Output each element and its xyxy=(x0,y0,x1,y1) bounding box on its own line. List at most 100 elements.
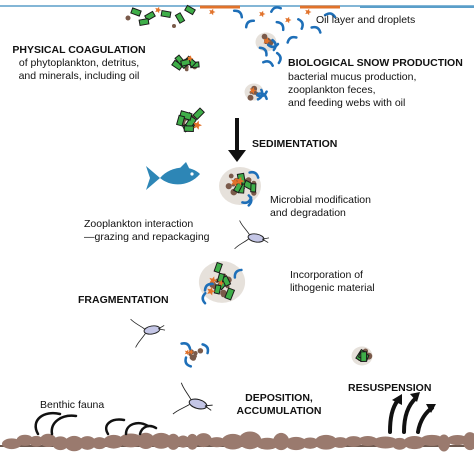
copepod-antenna xyxy=(130,318,146,348)
sediment-grain xyxy=(118,433,143,448)
mucus-strand xyxy=(232,9,244,19)
sediment-grain xyxy=(391,437,408,450)
sediment-grain xyxy=(273,432,290,451)
mucus-strand xyxy=(244,19,256,29)
copepod-body xyxy=(188,398,208,410)
fish xyxy=(146,162,200,190)
sediment-grain xyxy=(64,435,84,452)
detritus-particle xyxy=(225,183,232,190)
mucus-trail xyxy=(262,20,298,67)
oil-droplet xyxy=(218,279,225,287)
label-physical-coagulation-line1: of phytoplankton, detritus, xyxy=(18,57,140,69)
oil-droplet xyxy=(155,6,162,14)
surface-particles xyxy=(125,4,337,34)
zooplankton xyxy=(130,220,270,415)
oil-droplet xyxy=(193,120,202,130)
mucus-strand xyxy=(203,282,214,292)
phytoplankton-cell xyxy=(183,125,194,132)
label-oil-layer: Oil layer and droplets xyxy=(316,14,416,26)
oil-droplet xyxy=(209,276,218,285)
phytoplankton-cell xyxy=(184,4,196,16)
copepod-antenna xyxy=(234,220,250,250)
mucus-strand xyxy=(247,194,253,207)
mucus-strand xyxy=(310,25,322,34)
label-bio-snow-line2: zooplankton feces, xyxy=(288,84,376,96)
oil-droplet xyxy=(207,287,216,296)
mucus-strand xyxy=(297,18,304,30)
label-benthic-fauna: Benthic fauna xyxy=(40,399,105,411)
label-microbial-line1: Microbial modification xyxy=(270,194,371,206)
label-resuspension: RESUSPENSION xyxy=(348,382,432,394)
sediment-grain xyxy=(39,433,57,448)
sediment-grain xyxy=(446,434,469,446)
sediment-grain xyxy=(91,437,108,450)
mucus-strand xyxy=(180,342,192,351)
mucus-strand xyxy=(275,20,285,32)
oil-droplet xyxy=(285,16,292,24)
sediment-grain xyxy=(358,435,378,446)
phytoplankton-cell xyxy=(224,287,236,301)
oil-droplet xyxy=(235,176,245,186)
sediment-grain xyxy=(420,434,444,446)
mucus-strand xyxy=(271,38,277,52)
label-fragmentation: FRAGMENTATION xyxy=(78,294,169,306)
sediment-grain xyxy=(301,437,319,449)
label-lithogenic-line2: lithogenic material xyxy=(290,282,375,294)
aggregate-fragments xyxy=(180,342,210,368)
copepod-tail xyxy=(204,404,213,411)
detritus-particle xyxy=(172,24,176,28)
copepod-tail xyxy=(158,325,166,331)
sedimentation-arrowhead xyxy=(228,150,246,162)
mucus-strand xyxy=(266,42,280,49)
sediment-grain xyxy=(462,432,474,451)
sediment-grain xyxy=(186,433,199,450)
sediment-grain xyxy=(166,433,181,450)
aggregate-snow-1 xyxy=(255,32,280,57)
oil-droplet xyxy=(305,8,312,16)
sediment-grain xyxy=(136,432,155,450)
phytoplankton-cell xyxy=(160,9,172,19)
label-physical-coagulation-line2: and minerals, including oil xyxy=(18,70,140,82)
detritus-particle xyxy=(184,67,189,72)
mucus-strand xyxy=(275,51,282,65)
aggregate-resuspended xyxy=(351,346,373,366)
oil-droplet xyxy=(187,55,194,62)
sediment-grain xyxy=(150,432,172,449)
sediment-grain xyxy=(16,434,34,446)
label-zooplankton-line1: Zooplankton interaction xyxy=(84,218,194,230)
detritus-particle xyxy=(125,15,131,21)
sediment-grain xyxy=(403,435,426,450)
sediment-grain xyxy=(176,435,190,448)
sediment-grain xyxy=(314,434,338,450)
phytoplankton-cell xyxy=(180,58,191,67)
oil-droplet xyxy=(231,177,240,187)
phytoplankton-cell xyxy=(192,107,205,121)
aggregate-snow-2 xyxy=(244,83,268,101)
label-microbial-line2: and degradation xyxy=(270,207,346,219)
sediment-grain xyxy=(255,437,279,450)
sediment-grain xyxy=(285,436,307,451)
phytoplankton-cell xyxy=(130,7,142,17)
oil-droplet xyxy=(188,349,194,355)
mucus-strand xyxy=(262,60,274,67)
label-bio-snow-line1: bacterial mucus production, xyxy=(288,71,417,83)
copepod xyxy=(130,318,166,348)
aggregate-coagulation-1 xyxy=(171,54,200,72)
label-physical-coagulation-title: PHYSICAL COAGULATION xyxy=(12,44,146,56)
detritus-particle xyxy=(220,289,227,297)
sediment-grain xyxy=(2,438,22,450)
detritus-particle xyxy=(228,173,234,179)
label-zooplankton-line2: —grazing and repackaging xyxy=(84,231,210,243)
mucus-strand xyxy=(256,90,268,98)
copepod xyxy=(172,382,213,415)
copepod xyxy=(234,220,270,250)
sediment-grain xyxy=(103,434,124,449)
sediment-grain xyxy=(78,436,96,450)
mucus-strand xyxy=(286,35,298,44)
label-deposition-line1: DEPOSITION, xyxy=(245,392,313,404)
mucus-strand xyxy=(201,291,207,305)
copepod-antenna xyxy=(172,382,192,415)
mucus-strand xyxy=(323,12,337,19)
